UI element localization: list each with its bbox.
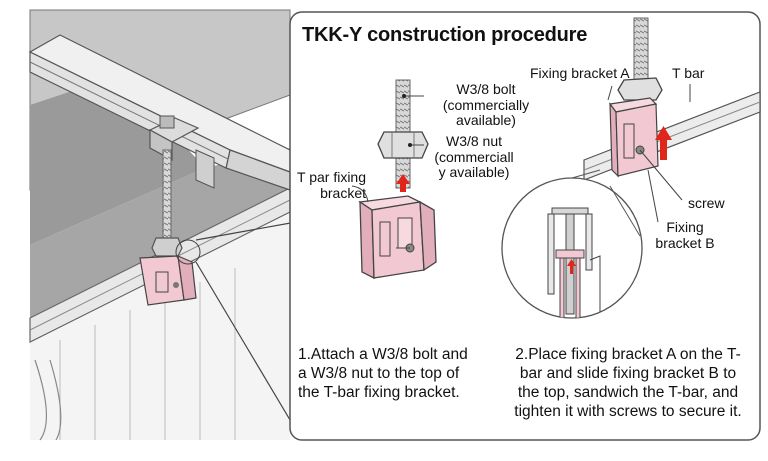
ceiling-scene	[28, 9, 297, 441]
detail-cross-section	[547, 207, 601, 318]
threaded-rod	[162, 149, 172, 241]
label-nut: W3/8 nut (commerciall y available)	[434, 133, 514, 181]
callout-line-top	[195, 221, 297, 241]
label-tpar-bracket: T par fixing bracket	[297, 169, 366, 201]
pink-bracket-scene	[139, 255, 197, 306]
callout-origin	[175, 239, 201, 265]
step2-illustration	[501, 17, 761, 319]
step2-up-arrow	[655, 126, 672, 160]
label-screw: screw	[688, 195, 725, 211]
step1-up-arrow	[396, 174, 410, 192]
step1-illustration	[351, 79, 437, 280]
label-fixing-bracket-b: Fixing bracket B	[655, 219, 715, 251]
t-bar-fixing-bracket	[358, 195, 437, 280]
label-t-bar: T bar	[672, 65, 705, 81]
callout-line-bottom	[195, 261, 297, 431]
ceiling-panel-dark	[30, 75, 205, 245]
label-bolt: W3/8 bolt (commercially available)	[442, 81, 530, 129]
panel-title: TKK-Y construction procedure	[302, 24, 588, 46]
step-1-text: 1.Attach a W3/8 bolt and a W3/8 nut to t…	[298, 346, 468, 401]
label-fixing-bracket-a: Fixing bracket A	[530, 65, 630, 81]
step-2-text: 2.Place fixing bracket A on the T- bar a…	[514, 346, 742, 420]
fixing-bracket-a	[608, 97, 659, 178]
